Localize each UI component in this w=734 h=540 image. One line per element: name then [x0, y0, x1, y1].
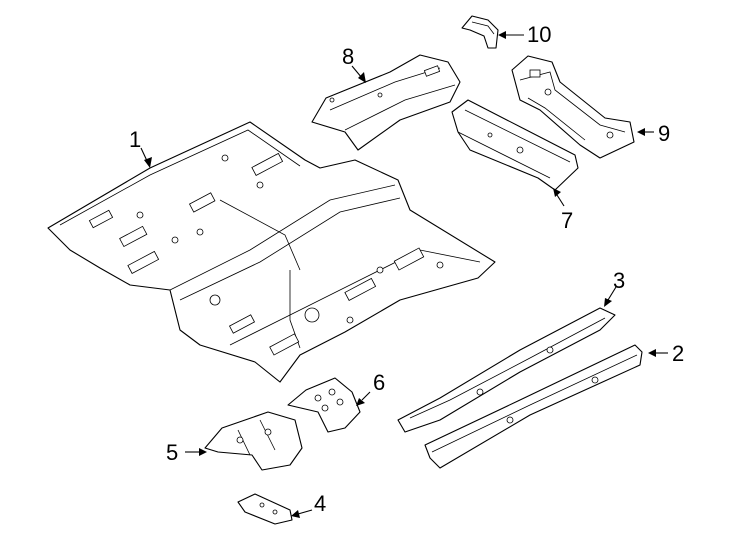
callout-3: 3 — [613, 268, 625, 293]
leaders — [140, 31, 668, 518]
callout-6: 6 — [373, 370, 385, 395]
arrow-2 — [648, 349, 656, 357]
arrow-9 — [637, 128, 645, 136]
arrow-4 — [291, 510, 300, 518]
callout-8: 8 — [342, 44, 354, 69]
callout-1: 1 — [129, 127, 141, 152]
arrow-10 — [498, 31, 506, 39]
part-2-side-rail[interactable] — [424, 344, 643, 469]
part-9-crossmember[interactable] — [511, 55, 635, 159]
part-10-bracket[interactable] — [461, 15, 499, 49]
part-3-side-rail[interactable] — [397, 307, 616, 433]
arrow-7 — [553, 188, 561, 197]
part-4-plate[interactable] — [237, 493, 293, 525]
callout-7: 7 — [561, 208, 573, 233]
part-8-tunnel-brace[interactable] — [311, 54, 461, 151]
leader-7 — [556, 194, 565, 207]
callout-10: 10 — [527, 22, 551, 47]
arrow-8 — [358, 72, 366, 83]
leader-6 — [361, 391, 371, 401]
callout-2: 2 — [672, 341, 684, 366]
callout-5: 5 — [166, 440, 178, 465]
arrow-3 — [604, 298, 612, 307]
leader-3 — [607, 286, 617, 301]
arrow-5 — [199, 448, 207, 456]
part-6-bracket[interactable] — [287, 377, 361, 433]
callout-4: 4 — [314, 491, 326, 516]
arrow-6 — [356, 398, 365, 406]
part-1-floor-pan[interactable] — [47, 121, 496, 383]
callouts: 1 8 10 9 7 3 2 6 5 4 — [129, 22, 684, 516]
arrow-1 — [144, 157, 152, 168]
callout-9: 9 — [658, 121, 670, 146]
leader-4 — [297, 509, 313, 515]
part-5-heat-shield[interactable] — [204, 411, 303, 471]
